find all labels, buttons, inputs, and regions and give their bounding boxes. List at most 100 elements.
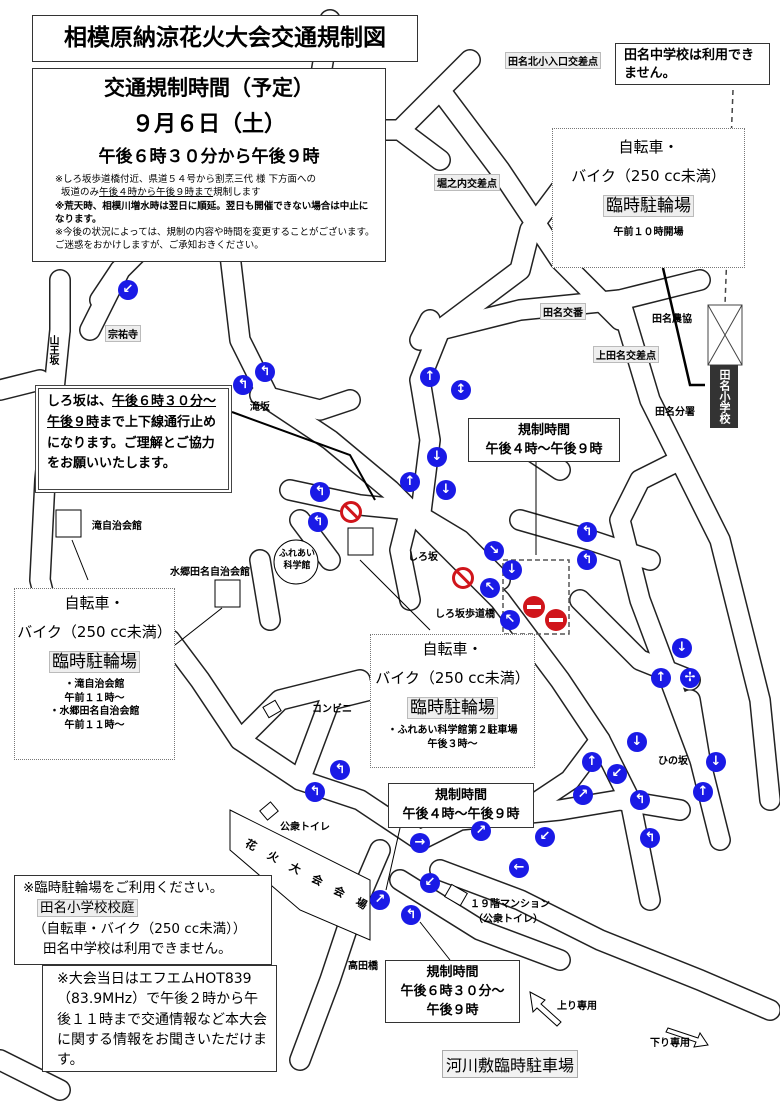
direction-sign-icon: ↓ (502, 560, 522, 580)
parking-line1: 自転車・ (422, 640, 483, 658)
direction-sign-icon: ↑ (693, 782, 713, 802)
direction-sign-icon: ↘ (484, 541, 504, 561)
notice-time: 午後６時３０分～午後９時 (47, 394, 217, 430)
reg-time-end: 午後９時 (426, 1003, 479, 1018)
direction-sign-icon: ↰ (577, 550, 597, 570)
schedule-box: 交通規制時間（予定） ９月６日（土） 午後６時３０分から午後９時 ※しろ坂歩道橋… (32, 68, 386, 262)
direction-sign-icon: ↑ (582, 752, 602, 772)
notice-b: まで上下線通行止めになります。ご理解とご協力をお願いいたします。 (47, 414, 217, 472)
map-label-kamitana: 上田名交差点 (593, 346, 659, 363)
direction-sign-icon: ↰ (305, 782, 325, 802)
map-label-kitasho: 田名北小入口交差点 (505, 52, 601, 69)
reg-time: 午後４時～午後９時 (402, 807, 520, 822)
parking-box-tana: 自転車・ バイク（250 cc未満） 臨時駐輪場 午前１０時開場 (552, 128, 745, 268)
reg-heading: 規制時間 (517, 423, 570, 438)
parking-detail: 午後３時～ (427, 738, 478, 750)
direction-sign-icon: ↰ (401, 905, 421, 925)
map-label-soyuji: 宗祐寺 (105, 325, 141, 342)
map-label-bunsho: 田名分署 (655, 407, 695, 418)
direction-sign-icon: ↙ (118, 280, 138, 300)
road (430, 860, 780, 1020)
notice-line: （自転車・バイク（250 cc未満）） (33, 920, 247, 937)
road (290, 680, 380, 790)
direction-sign-icon: ↖ (480, 578, 500, 598)
tana-elementary-label: 田名小学校 (710, 365, 738, 428)
notice-school: 田名小学校校庭 (37, 899, 138, 918)
direction-sign-icon: ↓ (706, 752, 726, 772)
radio-info-notice: ※大会当日はエフエムHOT839（83.9MHz）で午後２時から午後１１時まで交… (42, 965, 277, 1072)
road (90, 260, 130, 310)
parking-detail: ・ふれあい科学館第２駐車場 (387, 725, 518, 737)
direction-sign-icon: ↰ (330, 760, 350, 780)
direction-sign-icon: → (410, 833, 430, 853)
river-parking-label: 河川敷臨時駐車場 (442, 1050, 579, 1078)
parking-title: 臨時駐輪場 (407, 697, 498, 719)
parking-detail: 午前１１時～ (64, 692, 125, 704)
parking-line1: 自転車・ (64, 594, 125, 612)
notice-line: 田名中学校は利用できません。 (43, 940, 232, 957)
direction-sign-icon: ↖ (500, 610, 520, 630)
direction-sign-icon: ↰ (255, 362, 275, 382)
parking-line1: 自転車・ (618, 138, 679, 156)
note-1: ※しろ坂歩道橋付近、県道５４号から割烹三代 様 下方面への 坂道のみ午後４時から… (55, 173, 377, 200)
schedule-time: 午後６時３０分から午後９時 (98, 147, 320, 167)
map-label-horinouchi: 堀之内交差点 (434, 174, 500, 191)
direction-sign-icon: ↰ (640, 828, 660, 848)
direction-sign-icon: ↑ (400, 472, 420, 492)
road (160, 630, 430, 850)
parking-detail: ・水郷田名自治会館 (49, 706, 140, 718)
schedule-date: ９月６日（土） (131, 112, 286, 137)
road (680, 690, 710, 770)
map-label-down-only: 下り専用 (650, 1038, 690, 1049)
road (410, 310, 440, 350)
direction-sign-icon: ↰ (577, 522, 597, 542)
no-entry-sign-icon (545, 609, 567, 631)
note-3: ※今後の状況によっては、規制の内容や時間を変更することがございます。ご迷惑をおか… (55, 227, 375, 252)
map-label-sannozaka: 山王坂 (47, 335, 58, 365)
direction-sign-icon: ↗ (370, 890, 390, 910)
map-label-toilet: 公衆トイレ (280, 822, 330, 833)
map-label-takizaka: 滝坂 (250, 402, 270, 413)
direction-sign-icon: ↰ (630, 790, 650, 810)
regulation-box-3: 規制時間午後６時３０分～午後９時 (385, 960, 520, 1023)
parking-title: 臨時駐輪場 (49, 651, 140, 673)
parking-box-taki: 自転車・ バイク（250 cc未満） 臨時駐輪場 ・滝自治会館 午前１１時～ ・… (14, 588, 175, 760)
note-1-underline: 午後４時から午後９時まで (99, 187, 214, 199)
map-title: 相模原納涼花火大会交通規制図 (32, 15, 418, 62)
direction-sign-icon: ↰ (233, 375, 253, 395)
direction-sign-icon: ↕ (451, 380, 471, 400)
direction-sign-icon: ↗ (573, 785, 593, 805)
road (0, 370, 50, 400)
road (230, 670, 370, 750)
regulation-box-2: 規制時間午後４時～午後９時 (388, 783, 534, 828)
direction-sign-icon: ↰ (310, 482, 330, 502)
parking-detail: 午前１１時～ (64, 719, 125, 731)
reg-time: 午後４時～午後９時 (485, 442, 603, 457)
road (0, 1050, 70, 1100)
direction-sign-icon: ↑ (651, 668, 671, 688)
direction-sign-icon: ↓ (672, 638, 692, 658)
road (570, 590, 700, 690)
direction-sign-icon: ↓ (436, 480, 456, 500)
no-parking-sign-icon (340, 501, 362, 523)
map-label-taki-hall: 滝自治会館 (92, 521, 142, 532)
parking-detail: 午前１０時開場 (613, 227, 684, 239)
regulation-box-1: 規制時間午後４時～午後９時 (468, 418, 620, 462)
road (390, 500, 420, 610)
note-1c: 規制します (213, 187, 261, 199)
map-label-up-only: 上り専用 (557, 1001, 597, 1012)
direction-sign-icon: ↰ (308, 512, 328, 532)
map-label-koban: 田名交番 (540, 303, 586, 320)
parking-box-fureai: 自転車・ バイク（250 cc未満） 臨時駐輪場 ・ふれあい科学館第２駐車場 午… (370, 634, 535, 768)
map-label-fureai: ふれあい科学館 (278, 549, 315, 571)
reg-time: 午後６時３０分～ (400, 984, 505, 999)
bicycle-parking-notice: ※臨時駐輪場をご利用ください。 田名小学校校庭 （自転車・バイク（250 cc未… (14, 875, 272, 965)
direction-sign-icon: ↑ (420, 367, 440, 387)
no-parking-sign-icon (452, 567, 474, 589)
map-label-mansion: １９階マンション (470, 899, 550, 910)
direction-sign-icon: ↓ (627, 732, 647, 752)
road (390, 120, 450, 170)
road (410, 180, 570, 530)
